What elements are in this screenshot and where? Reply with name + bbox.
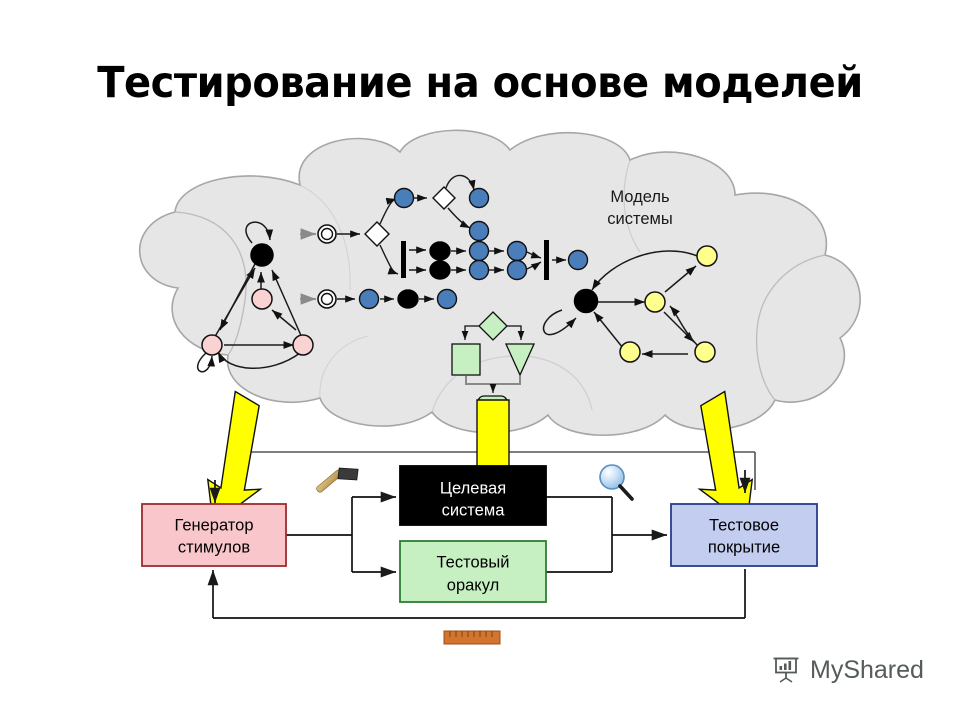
ruler-icon bbox=[443, 630, 501, 645]
magnifier-icon bbox=[599, 464, 634, 501]
test-oracle-label-line2: оракул bbox=[447, 576, 499, 594]
cloud-label-line1: Модель bbox=[610, 188, 669, 206]
target-system-label-line1: Целевая bbox=[440, 479, 506, 497]
presentation-board-icon bbox=[773, 657, 799, 683]
model-cloud bbox=[138, 129, 861, 437]
test-coverage-label-line1: Тестовое bbox=[709, 516, 779, 534]
block-arrows bbox=[207, 491, 746, 619]
logo-text: MyShared bbox=[810, 655, 924, 684]
test-oracle-box[interactable]: Тестовый оракул bbox=[399, 540, 547, 603]
test-coverage-box[interactable]: Тестовое покрытие bbox=[670, 503, 818, 567]
page-title: Тестирование на основе моделей bbox=[97, 58, 863, 108]
state-machine-graph-pink bbox=[196, 221, 314, 373]
yellow-arrow-tips bbox=[209, 470, 751, 503]
generator-label-line1: Генератор bbox=[174, 516, 253, 534]
petri-net-graph bbox=[300, 174, 589, 310]
cloud-label-line2: системы bbox=[607, 210, 672, 228]
test-coverage-label-line2: покрытие bbox=[708, 538, 780, 556]
myshared-logo: MyShared bbox=[772, 655, 924, 685]
hammer-icon bbox=[316, 467, 359, 493]
state-machine-graph-yellow bbox=[542, 245, 718, 363]
target-system-box[interactable]: Целевая система bbox=[399, 465, 547, 526]
generator-box[interactable]: Генератор стимулов bbox=[141, 503, 287, 567]
target-system-label-line2: система bbox=[442, 501, 506, 519]
test-oracle-label-line1: Тестовый bbox=[437, 553, 510, 571]
generator-label-line2: стимулов bbox=[178, 538, 250, 556]
